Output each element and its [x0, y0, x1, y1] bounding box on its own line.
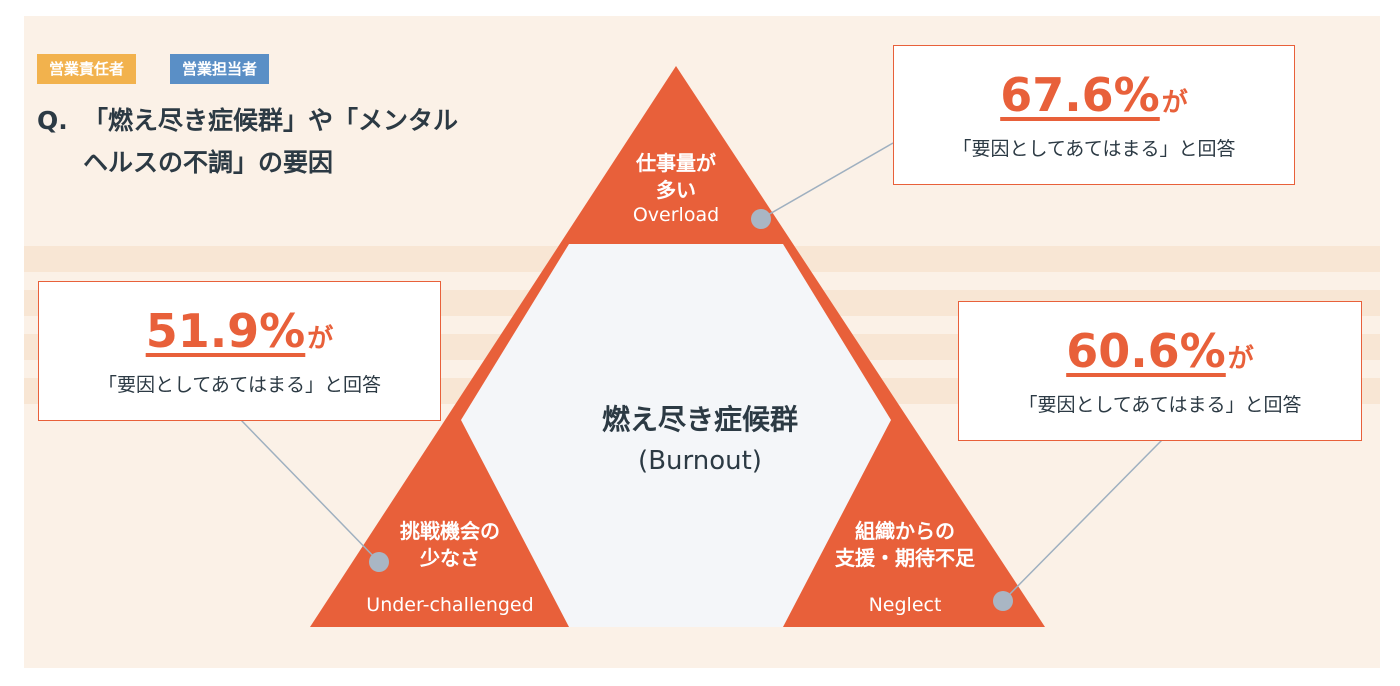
center-label: 燃え尽き症候群 (Burnout) — [540, 398, 860, 476]
marker-dot — [993, 591, 1013, 611]
marker-dot — [369, 552, 389, 572]
callout-overload-percent: 67.6% — [1000, 68, 1160, 122]
factor-under-jp2: 少なさ — [420, 546, 480, 570]
tag-sales-rep: 営業担当者 — [170, 54, 270, 84]
callout-neglect-answer: 「要因としてあてはまる」と回答 — [1018, 394, 1302, 416]
factor-under-en: Under-challenged — [366, 594, 534, 616]
factor-under-label: 挑戦機会の 少なさ Under-challenged — [345, 518, 555, 616]
callout-neglect-suffix: が — [1227, 344, 1254, 374]
callout-overload-answer: 「要因としてあてはまる」と回答 — [952, 138, 1236, 160]
callout-overload-value: 67.6%が — [894, 68, 1294, 122]
connector-line — [760, 142, 894, 220]
callout-under-answer: 「要因としてあてはまる」と回答 — [97, 374, 382, 396]
factor-overload-en: Overload — [632, 204, 720, 226]
factor-overload-jp1: 仕事量が — [636, 151, 716, 175]
connector-line — [239, 418, 380, 563]
callout-neglect-percent: 60.6% — [1066, 324, 1226, 378]
center-label-en: (Burnout) — [638, 446, 762, 476]
callout-under-suffix: が — [307, 324, 334, 354]
factor-neglect-label: 組織からの 支援・期待不足 Neglect — [800, 518, 1010, 616]
callout-overload-suffix: が — [1161, 88, 1188, 118]
callout-neglect: 60.6%が 「要因としてあてはまる」と回答 — [958, 301, 1362, 441]
question-line2: ヘルスの不調」の要因 — [83, 148, 334, 177]
question-line1: 「燃え尽き症候群」や「メンタル — [83, 106, 459, 135]
factor-neglect-jp2: 支援・期待不足 — [835, 546, 975, 570]
callout-overload: 67.6%が 「要因としてあてはまる」と回答 — [893, 45, 1295, 185]
question-title: Q. 「燃え尽き症候群」や「メンタル ヘルスの不調」の要因 — [37, 100, 458, 184]
connector-line — [1002, 439, 1163, 602]
marker-dot — [751, 209, 771, 229]
center-label-jp: 燃え尽き症候群 — [601, 403, 798, 436]
factor-neglect-jp1: 組織からの — [855, 519, 955, 543]
callout-under: 51.9%が 「要因としてあてはまる」と回答 — [38, 281, 441, 421]
callout-neglect-value: 60.6%が — [959, 324, 1361, 378]
factor-neglect-en: Neglect — [868, 594, 942, 616]
callout-under-percent: 51.9% — [145, 304, 306, 358]
center-hexagon — [461, 244, 891, 627]
callout-under-value: 51.9%が — [39, 304, 440, 358]
question-prefix: Q. — [37, 106, 68, 135]
factor-under-jp1: 挑戦機会の — [400, 519, 500, 543]
factor-overload-jp2: 多い — [656, 178, 696, 202]
tag-sales-manager: 営業責任者 — [37, 54, 137, 84]
factor-overload-label: 仕事量が 多い Overload — [596, 150, 756, 226]
